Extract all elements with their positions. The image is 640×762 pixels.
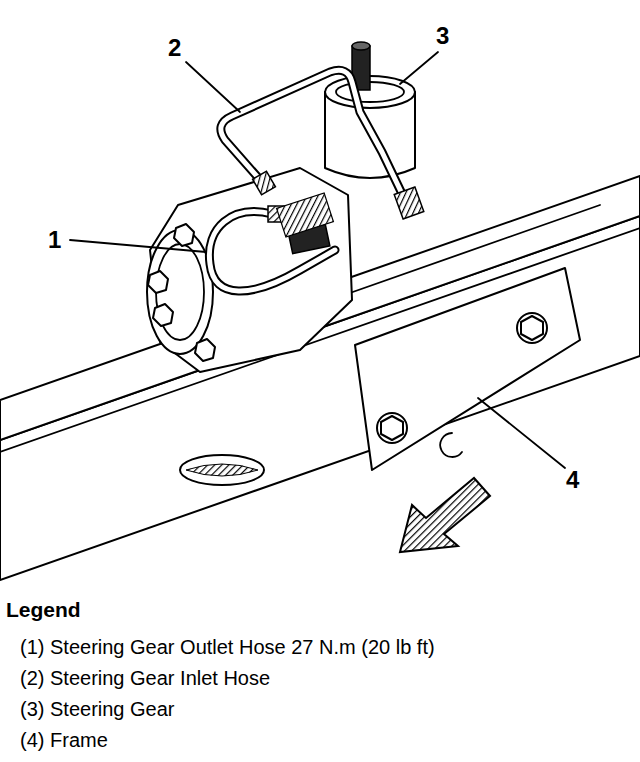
forward-arrow <box>400 478 490 552</box>
legend-text: (4) Frame <box>20 729 108 751</box>
leader-line <box>70 52 565 468</box>
callout-number: 3 <box>436 22 449 50</box>
legend-text: (1) Steering Gear Outlet Hose 27 N.m (20… <box>20 636 435 658</box>
legend-entry: (3) Steering Gear <box>20 698 175 721</box>
legend-entry: (4) Frame <box>20 729 108 752</box>
frame-bolt <box>377 313 547 443</box>
frame-rail <box>0 176 640 580</box>
legend-heading: Legend <box>6 598 81 622</box>
cover-bolt <box>148 224 215 361</box>
callout-number: 2 <box>168 34 181 62</box>
steering-gear <box>147 42 424 372</box>
legend-text: (3) Steering Gear <box>20 698 175 720</box>
legend-entry: (2) Steering Gear Inlet Hose <box>20 667 270 690</box>
callout-number: 4 <box>566 466 579 494</box>
legend-entry: (1) Steering Gear Outlet Hose 27 N.m (20… <box>20 636 435 659</box>
callout-number: 1 <box>48 226 61 254</box>
legend-text: (2) Steering Gear Inlet Hose <box>20 667 270 689</box>
